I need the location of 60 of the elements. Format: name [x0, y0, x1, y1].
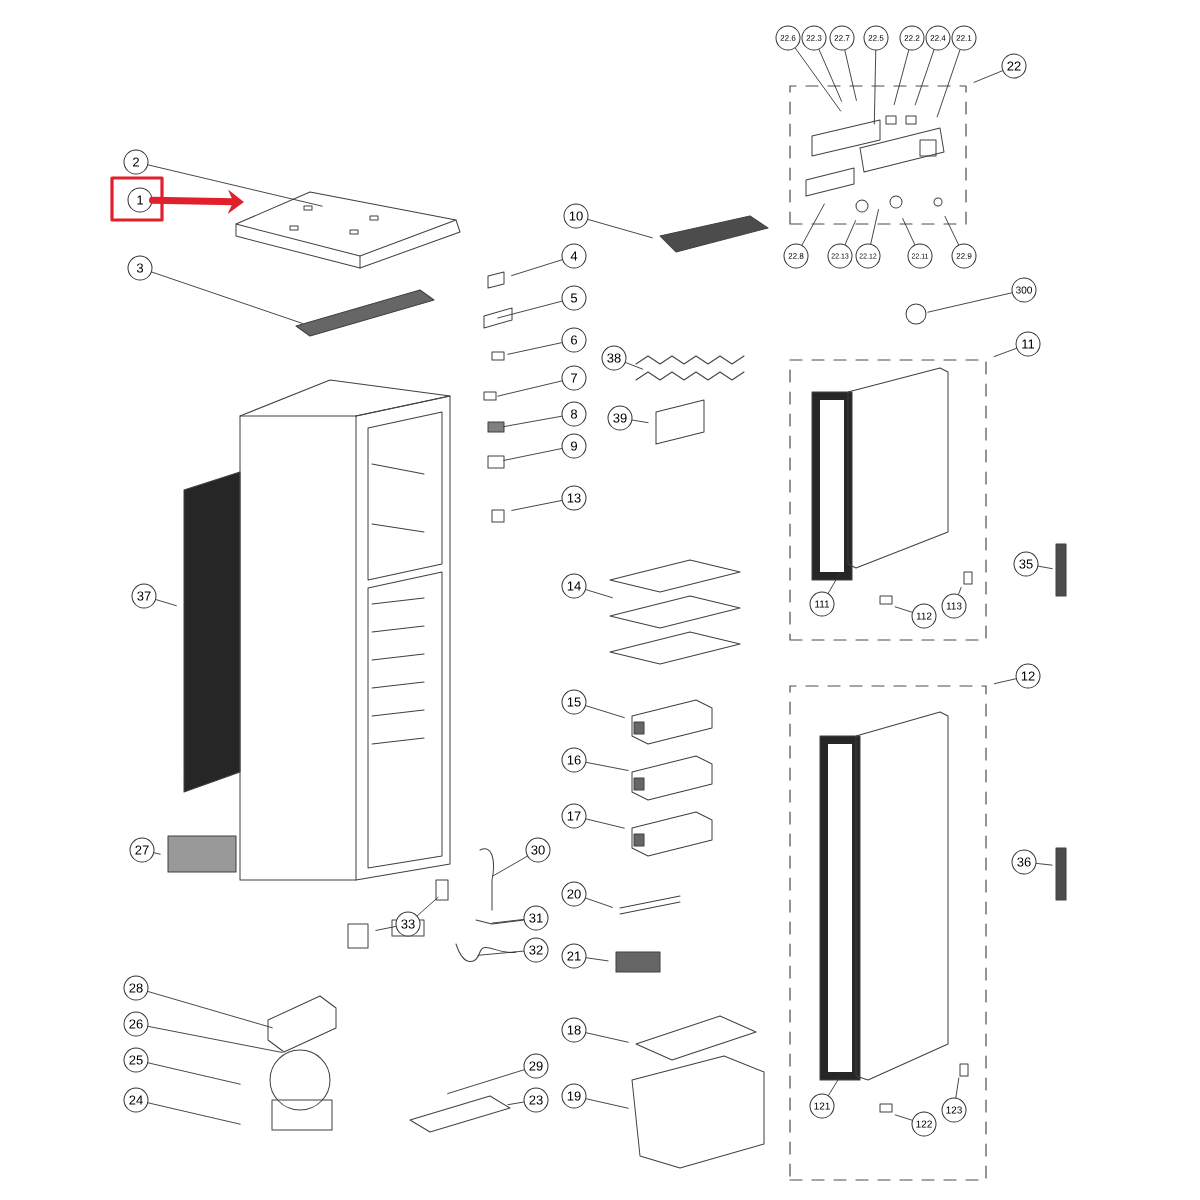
leader-line	[958, 587, 962, 595]
leader-line	[147, 164, 323, 207]
leader-line	[147, 1025, 283, 1053]
leader-line	[497, 380, 563, 397]
leader-line	[993, 678, 1017, 685]
leader-line	[477, 950, 524, 956]
dashed-frame	[789, 359, 987, 641]
leader-line	[873, 50, 877, 125]
leader-line	[844, 49, 857, 101]
leader-line	[828, 1076, 841, 1096]
leader-line	[794, 47, 842, 112]
leader-line	[416, 896, 439, 917]
leader-line	[585, 897, 613, 908]
leader-line	[503, 415, 563, 428]
leader-line	[447, 1069, 525, 1095]
leader-line	[914, 49, 935, 106]
leader-line	[147, 991, 273, 1029]
leader-line	[503, 448, 563, 461]
leader-line	[585, 1098, 629, 1109]
dashed-frame	[789, 85, 967, 225]
leader-line	[585, 957, 609, 962]
leader-line	[155, 599, 177, 607]
leader-line	[507, 342, 563, 355]
leader-line	[492, 855, 528, 877]
leader-line	[818, 49, 843, 102]
leader-line	[993, 347, 1017, 358]
leader-line	[1036, 862, 1053, 866]
leader-line	[844, 220, 857, 245]
leader-line	[893, 49, 910, 105]
leader-line	[894, 606, 913, 613]
dashed-frame	[789, 685, 987, 1181]
leader-line	[955, 1077, 960, 1099]
leader-line	[973, 70, 1003, 83]
leader-line	[147, 1062, 241, 1085]
leader-line	[936, 49, 961, 118]
leader-line	[375, 926, 397, 931]
leader-line	[625, 362, 643, 370]
leader-line	[511, 259, 563, 277]
leader-line	[631, 419, 649, 424]
leader-line	[1037, 565, 1053, 570]
leader-line	[151, 271, 303, 324]
leader-line	[497, 300, 563, 319]
leader-line	[587, 219, 653, 239]
leader-line	[870, 209, 879, 245]
leader-line	[827, 572, 841, 594]
leader-line	[507, 1101, 525, 1106]
leader-line	[894, 1114, 913, 1121]
leader-line	[147, 1102, 241, 1125]
leader-line	[491, 919, 525, 924]
leader-line	[511, 500, 563, 511]
leader-line	[944, 216, 960, 246]
leader-line	[585, 589, 613, 599]
leader-line	[927, 292, 1013, 313]
leader-line	[585, 1032, 629, 1043]
leader-line	[585, 818, 625, 829]
leader-line	[153, 852, 161, 855]
leader-line	[585, 761, 629, 771]
leader-line	[585, 705, 625, 719]
leader-line	[801, 203, 825, 246]
leader-line	[902, 218, 916, 246]
